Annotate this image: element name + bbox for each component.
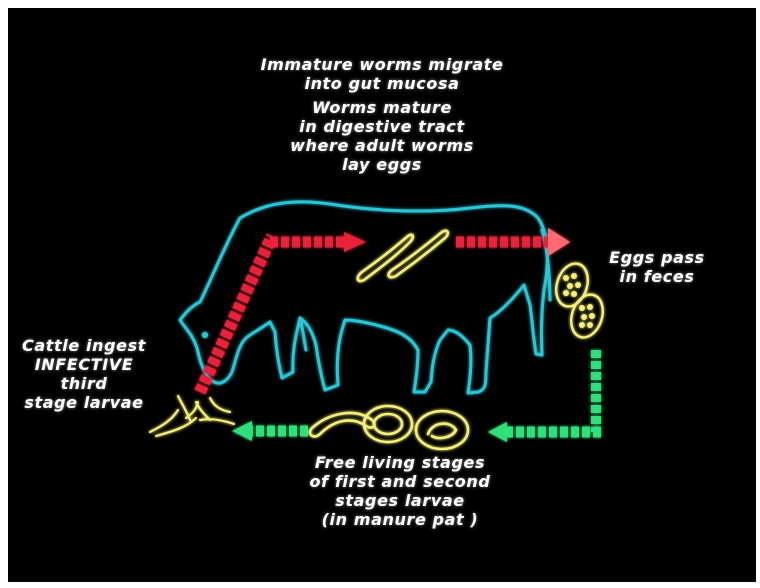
larva-coil-2-inner <box>428 424 456 438</box>
egg-2 <box>566 290 608 341</box>
label-free-living-stages: Free living stages of first and second s… <box>270 453 530 529</box>
cow-body-outline <box>180 202 547 393</box>
red-arrow-head-left <box>344 232 366 252</box>
adult-worms <box>358 231 448 281</box>
green-arrow-head-right <box>488 422 507 442</box>
larva-coil-1-inner <box>374 414 402 434</box>
red-arrow-diagonal <box>200 236 272 392</box>
manure-larvae <box>310 406 468 449</box>
label-cattle-ingest: Cattle ingest INFECTIVE third stage larv… <box>4 336 164 412</box>
adult-worm-1 <box>358 235 413 281</box>
cow-outline <box>180 202 550 393</box>
larva-coil-1 <box>364 406 412 442</box>
label-eggs-pass: Eggs pass in feces <box>592 248 722 286</box>
cow-eye <box>203 333 206 336</box>
red-arrow-path <box>200 228 570 392</box>
label-worms-mature: Worms mature in digestive tract where ad… <box>252 98 512 174</box>
larva-coil-2 <box>416 411 468 449</box>
red-arrow-head-right <box>548 228 570 256</box>
label-migrate-gut-mucosa: Immature worms migrate into gut mucosa <box>232 55 532 93</box>
